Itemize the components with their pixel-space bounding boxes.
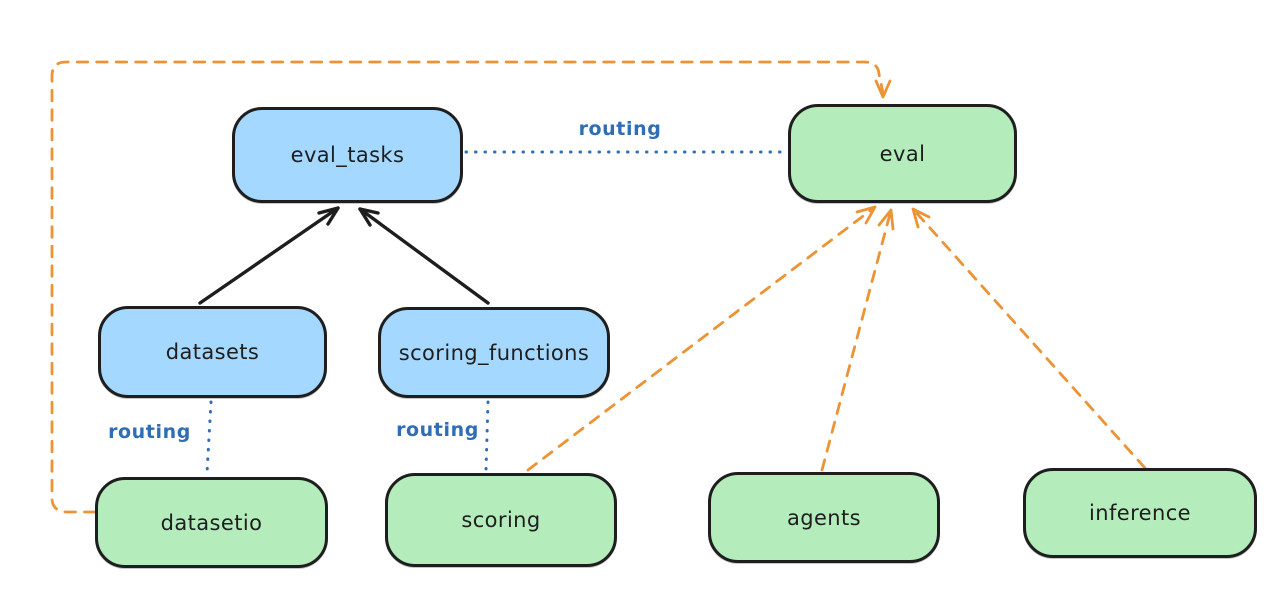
edge-scoring_functions-to-eval_tasks xyxy=(358,207,490,305)
node-inference: inference xyxy=(1023,468,1257,558)
node-eval-label: eval xyxy=(879,141,926,166)
node-inference-label: inference xyxy=(1089,501,1191,525)
edge-datasetio-to-eval xyxy=(50,60,892,514)
node-agents: agents xyxy=(708,472,940,563)
node-datasets-label: datasets xyxy=(165,340,260,364)
node-scoring-label: scoring xyxy=(461,508,541,532)
node-eval: eval xyxy=(788,104,1017,203)
edge-inference-to-eval xyxy=(911,207,1147,470)
edge-scoring_functions-to-scoring xyxy=(484,400,490,472)
node-agents-label: agents xyxy=(786,505,861,530)
node-datasetio-label: datasetio xyxy=(160,510,263,535)
node-eval-tasks: eval_tasks xyxy=(232,107,463,203)
node-datasets: datasets xyxy=(98,306,327,398)
node-scoring-functions: scoring_functions xyxy=(378,307,610,398)
node-scoring-functions-label: scoring_functions xyxy=(398,340,590,365)
routing-label-scoring-functions-scoring: routing xyxy=(396,419,479,441)
edge-datasets-to-datasetio xyxy=(205,400,213,475)
routing-label-datasets-datasetio: routing xyxy=(108,421,191,443)
node-datasetio: datasetio xyxy=(95,477,328,568)
routing-label-eval-tasks-eval: routing xyxy=(578,118,662,140)
edge-agents-to-eval xyxy=(820,208,895,472)
edge-datasets-to-eval_tasks xyxy=(198,206,340,305)
node-scoring: scoring xyxy=(385,473,617,567)
node-eval-tasks-label: eval_tasks xyxy=(290,143,405,167)
